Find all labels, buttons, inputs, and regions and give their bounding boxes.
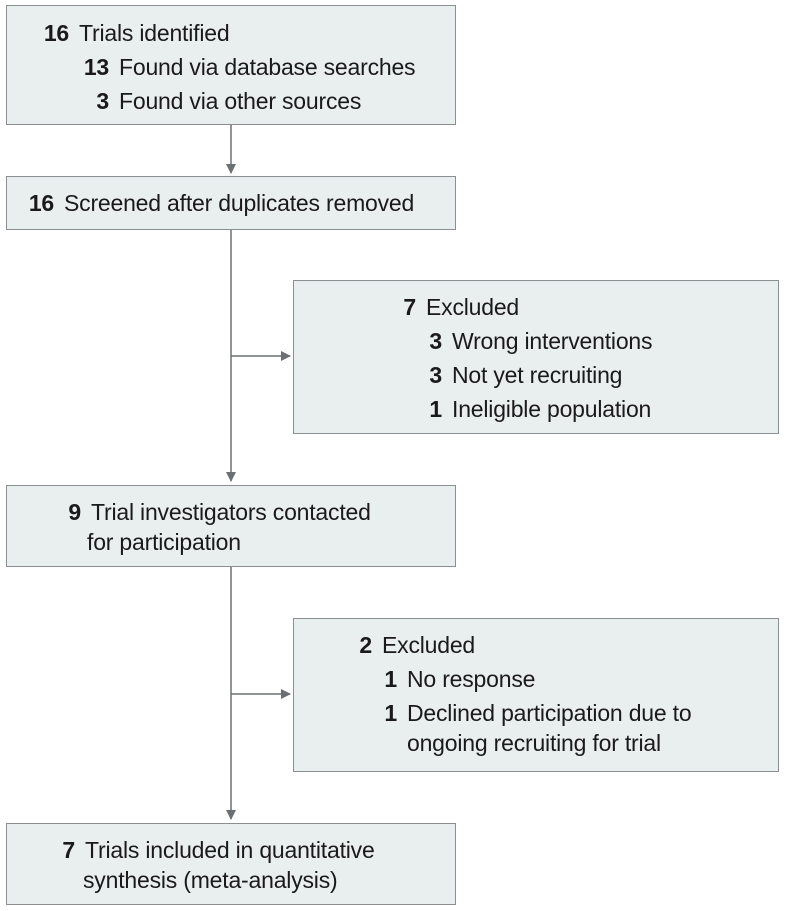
excluded-item-not-yet-recruiting: 3 Not yet recruiting [294,358,622,392]
identified-item-other: 3 Found via other sources [7,84,361,118]
other-sources-label: Found via other sources [119,88,362,114]
excluded-first-line: 7 Excluded [294,290,519,324]
ineligible-population-label: Ineligible population [452,396,652,422]
screened-count: 16 [28,190,54,216]
not-yet-recruiting-label: Not yet recruiting [452,362,623,388]
wrong-interventions-count: 3 [429,328,442,354]
no-response-count: 1 [384,666,397,692]
not-yet-recruiting-count: 3 [429,362,442,388]
screened-box: 16 Screened after duplicates removed [6,176,456,230]
excluded-first-count: 7 [403,294,416,320]
contacted-box: 9 Trial investigators contacted for part… [6,485,456,567]
database-count: 13 [83,54,109,80]
wrong-interventions-label: Wrong interventions [452,328,653,354]
contacted-line: 9 Trial investigators contacted [7,495,371,529]
database-label: Found via database searches [119,54,416,80]
screened-label: Screened after duplicates removed [64,190,415,216]
excluded-second-line: 2 Excluded [294,628,475,662]
included-label-line1: Trials included in quantitative [85,837,375,863]
identified-box: 16 Trials identified 13 Found via databa… [6,5,456,125]
contacted-label-line1: Trial investigators contacted [91,499,371,525]
included-line: 7 Trials included in quantitative [7,833,375,867]
no-response-label: No response [407,666,536,692]
declined-count: 1 [384,700,397,726]
excluded-second-box: 2 Excluded 1 No response 1 Declined part… [293,618,779,772]
included-box: 7 Trials included in quantitative synthe… [6,823,456,905]
excluded-first-box: 7 Excluded 3 Wrong interventions 3 Not y… [293,280,779,434]
included-label-line2: synthesis (meta-analysis) [83,867,338,893]
excluded-item-wrong-interventions: 3 Wrong interventions [294,324,652,358]
excluded-second-label: Excluded [382,632,476,658]
contacted-label-line2: for participation [87,529,241,555]
contacted-count: 9 [68,499,81,525]
identified-count: 16 [43,20,69,46]
included-count: 7 [62,837,75,863]
excluded-item-declined: 1 Declined participation due to [294,696,691,730]
excluded-first-label: Excluded [426,294,520,320]
ineligible-population-count: 1 [429,396,442,422]
excluded-item-no-response: 1 No response [294,662,535,696]
identified-line: 16 Trials identified [7,16,230,50]
declined-label-line1: Declined participation due to [407,700,692,726]
other-sources-count: 3 [96,88,109,114]
excluded-item-ineligible-population: 1 Ineligible population [294,392,651,426]
identified-label: Trials identified [79,20,230,46]
screened-line: 16 Screened after duplicates removed [7,186,414,220]
excluded-second-count: 2 [359,632,372,658]
identified-item-database: 13 Found via database searches [7,50,416,84]
declined-label-line2: ongoing recruiting for trial [407,730,661,756]
